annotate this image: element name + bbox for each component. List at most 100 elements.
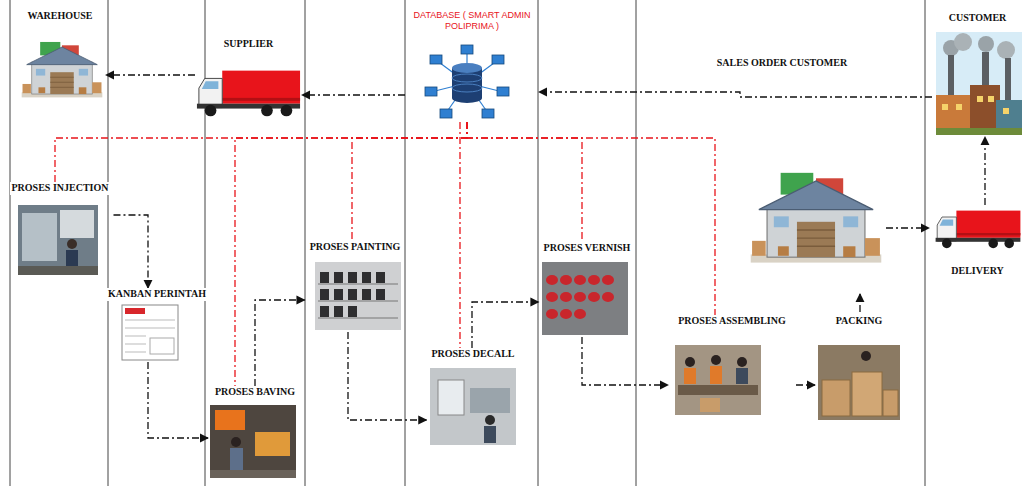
packing-photo [818,345,900,420]
database-icon [452,74,482,82]
decall-photo [430,368,516,445]
flow-arrow [472,302,539,348]
flow-arrow [984,137,985,205]
swimlane-divider [636,0,637,486]
assembling-photo [710,366,722,384]
node-label: KANBAN PERINTAH [106,288,208,301]
packing-photo [822,380,850,416]
painting-photo [315,262,401,330]
packing-photo [818,345,900,420]
truck-icon [936,211,1021,249]
customer-node: CUSTOMER [932,12,1023,137]
process-step: PROSES PAINTING [305,241,406,332]
database-icon [425,45,509,118]
kanban-card [125,352,146,353]
vernish-photo [546,275,614,319]
swimlane-divider [108,0,109,486]
warehouse-icon [22,42,103,97]
database-icon [497,87,509,96]
vernish-photo [542,262,628,335]
swimlane-divider [205,0,206,486]
control-link [467,122,582,242]
painting-photo [318,318,398,319]
factory-icon [977,96,983,102]
factory-icon [956,104,962,110]
control-link [467,122,715,315]
process-step: PACKING [815,315,903,422]
factory-icon [997,41,1015,59]
decall-photo [484,426,496,443]
assembling-photo [736,368,748,384]
painting-photo [362,289,371,300]
painting-photo [320,289,329,300]
injection-photo [60,210,94,238]
kanban-node: KANBAN PERINTAH [103,288,211,362]
vernish-photo [560,292,572,302]
truck-icon [197,71,300,117]
swimlane-divider [10,0,925,486]
painting-photo [334,306,343,317]
packing-photo [883,390,898,416]
swimlane-divider [305,0,306,486]
flow-arrow [860,228,929,312]
truck-icon [197,71,300,117]
warehouse-node: WAREHOUSE [14,10,106,106]
flow-arrow [796,384,815,385]
vernish-photo [560,309,572,319]
painting-photo [320,272,385,317]
vernish-photo [588,292,600,302]
decall-photo [438,380,464,415]
vernish-photo [574,275,586,285]
node-label: PROSES INJECTION [10,182,111,195]
flow-arrow [302,94,405,95]
flow-arrow [582,337,668,385]
database-icon [431,52,503,113]
kanban-card [122,305,178,360]
database-icon [492,55,504,64]
kanban-card [125,320,175,321]
assembling-photo [675,345,761,415]
assembling-photo [711,355,721,365]
control-link [352,122,467,241]
assembling-photo [678,385,758,395]
database-icon [430,55,442,64]
process-step: PROSES BAVING [208,386,302,480]
kanban-card [125,344,146,345]
kanban-card [150,338,174,354]
flow-arrow [348,332,426,420]
assembling-photo [675,345,761,415]
database-icon [452,63,482,73]
node-label: DELIVERY [949,265,1005,278]
swimlane-divider [538,0,539,486]
flow-arrow [886,227,929,228]
baving-photo [210,405,296,478]
vernish-photo [574,292,586,302]
baving-photo [210,405,296,478]
flow-arrow [859,294,860,312]
baving-photo [255,432,290,456]
painting-photo [376,289,385,300]
control-link [55,122,467,182]
vernish-photo [546,309,558,319]
factory-icon [1003,108,1009,114]
painting-photo [318,284,398,318]
baving-photo [230,448,243,472]
node-label: PROSES DECALL [429,348,516,361]
painting-photo [318,301,398,302]
process-step: PROSES VERNISH [539,242,636,337]
node-label: WAREHOUSE [25,10,94,23]
flow-arrow [255,300,305,386]
assembling-photo [684,368,696,384]
vernish-photo [546,292,558,302]
decall-photo [485,415,495,425]
painting-photo [334,272,343,283]
process-step: PROSES DECALL [426,348,519,447]
vernish-photo [602,292,614,302]
vernish-photo [546,275,558,285]
vernish-photo [588,275,600,285]
supplier-node: SUPPLIER [195,38,302,118]
factory-icon [988,96,994,102]
node-label: PROSES ASSEMBLING [676,315,788,328]
baving-photo [215,410,245,430]
node-label: PROSES VERNISH [542,242,633,255]
